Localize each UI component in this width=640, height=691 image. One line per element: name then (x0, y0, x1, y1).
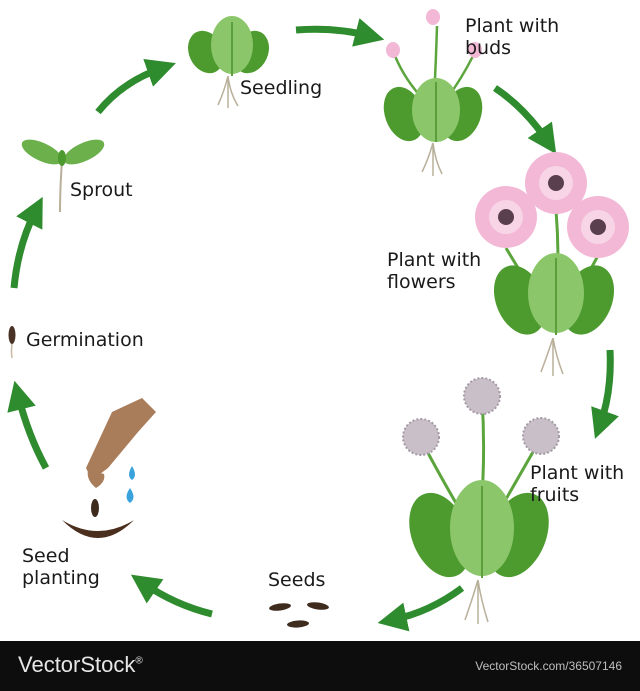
stage-label-plant-with-buds: Plant with buds (465, 15, 559, 59)
stage-label-plant-with-fruits: Plant with fruits (530, 462, 624, 506)
cycle-arrow-buds-to-flowers (495, 88, 548, 142)
seeds-illustration (269, 601, 330, 628)
seed-planting-illustration (62, 398, 156, 538)
stage-label-plant-with-flowers: Plant with flowers (387, 249, 481, 293)
plant-with-flowers-illustration (475, 152, 629, 376)
watermark-footer: VectorStock® VectorStock.com/36507146 (0, 641, 640, 691)
image-id: VectorStock.com/36507146 (475, 659, 622, 673)
cycle-arrow-fruits-to-seeds (392, 588, 462, 620)
cycle-arrow-sprout-to-seedling (98, 68, 162, 112)
brand-name: VectorStock (18, 652, 135, 677)
cycle-arrow-seedling-to-buds (296, 29, 370, 36)
cycle-arrow-seeds-to-planting (143, 583, 212, 614)
stage-label-seed-planting: Seed planting (22, 545, 100, 589)
brand-logo: VectorStock® (18, 652, 143, 678)
stage-label-germination: Germination (26, 329, 144, 351)
stage-label-seedling: Seedling (240, 77, 322, 99)
cycle-arrow-flowers-to-fruits (600, 350, 610, 425)
germination-illustration (9, 326, 16, 358)
cycle-arrow-germination-to-sprout (14, 210, 36, 288)
cycle-arrow-planting-to-germination (18, 395, 46, 468)
stage-label-seeds: Seeds (268, 569, 325, 591)
brand-registered-mark: ® (135, 656, 142, 667)
stage-label-sprout: Sprout (70, 179, 133, 201)
